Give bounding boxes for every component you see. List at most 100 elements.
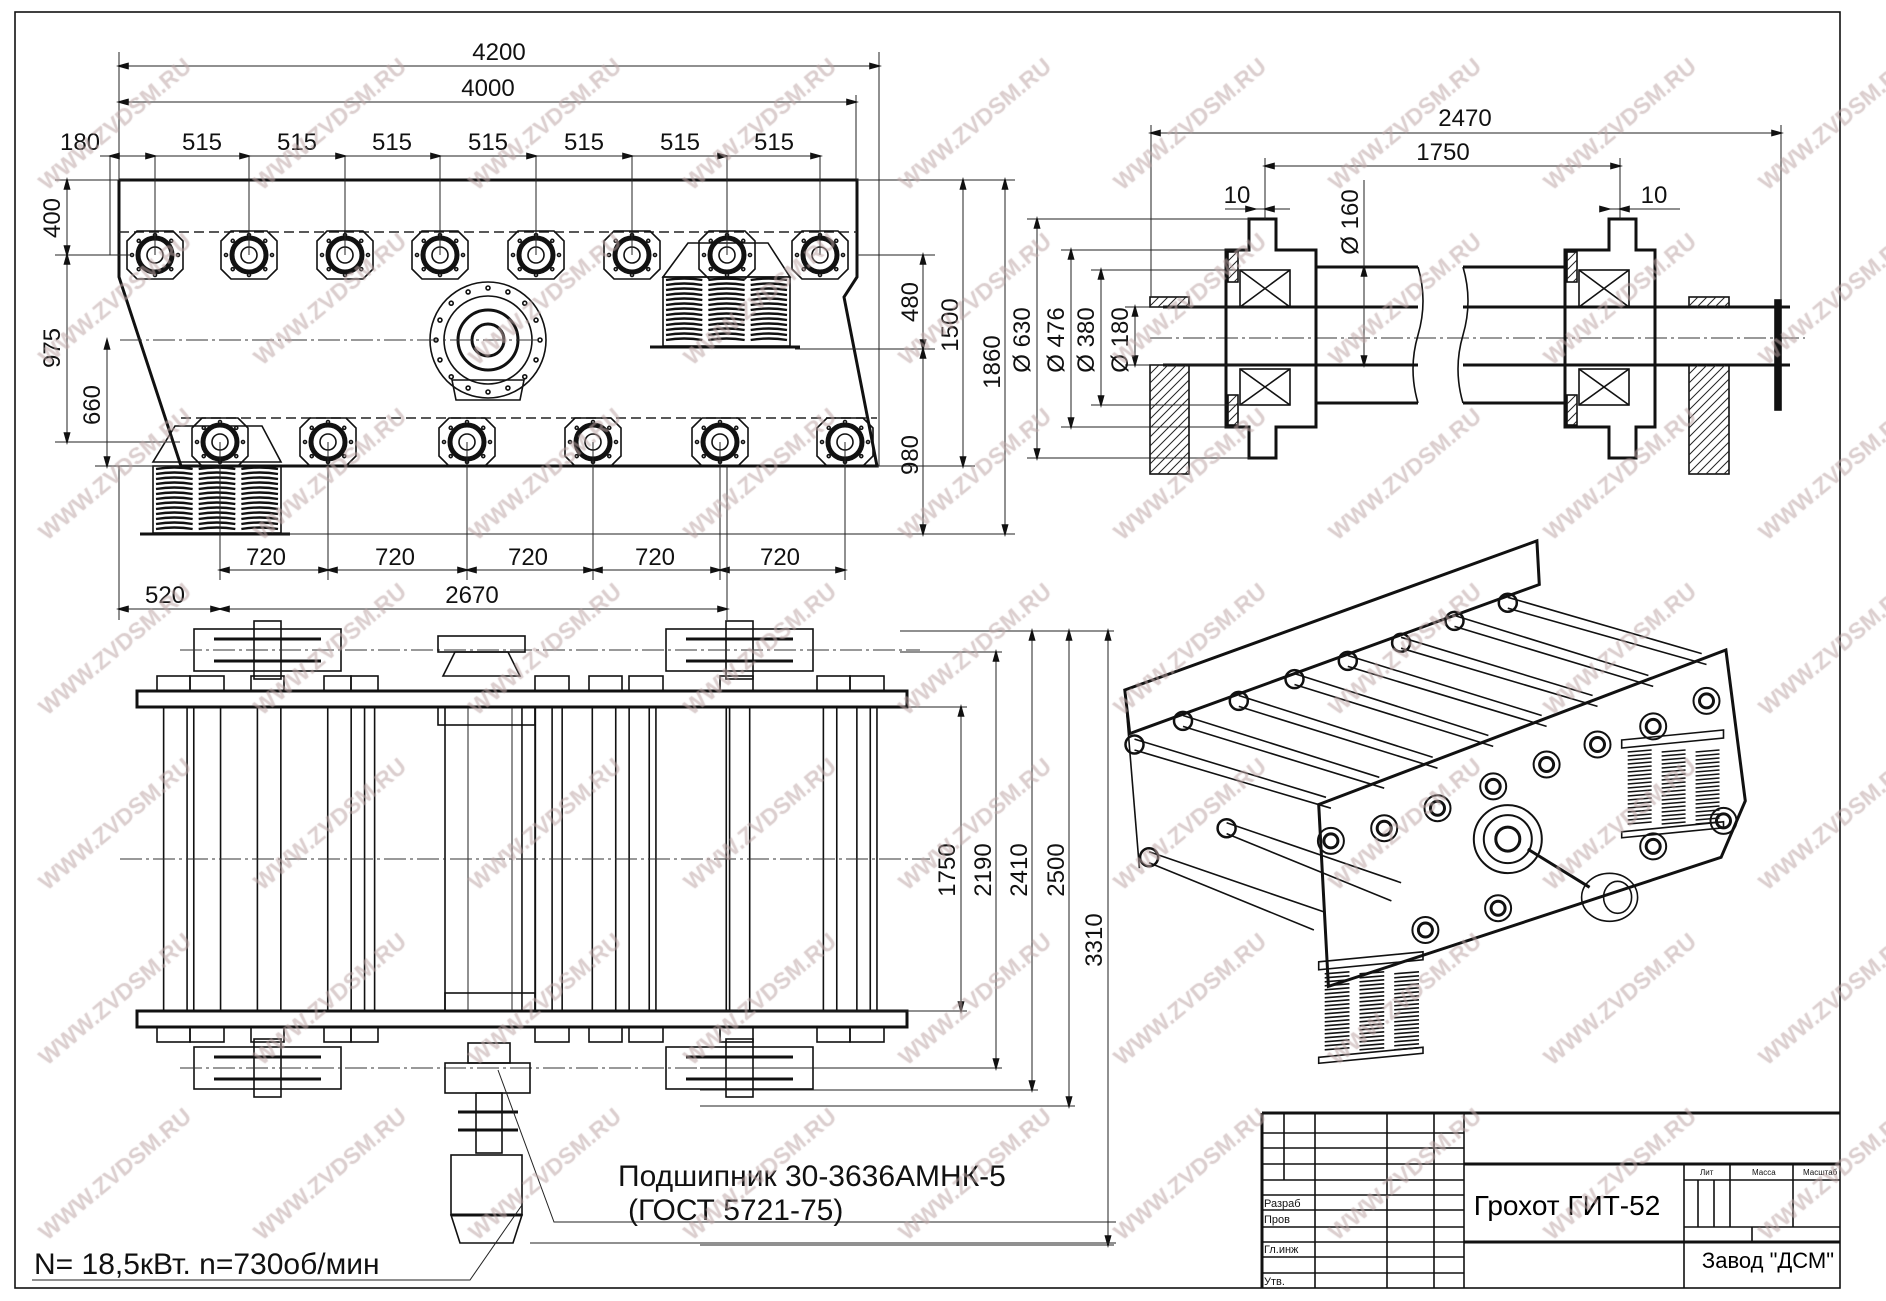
spring-coil xyxy=(155,466,193,471)
dim-720: 720 xyxy=(246,544,286,571)
spring-coil xyxy=(750,297,788,302)
iso-spring-coil xyxy=(1627,753,1652,757)
spring-coil xyxy=(155,506,193,511)
iso-bolt-ring xyxy=(1489,899,1507,917)
bolt-hole xyxy=(733,425,739,431)
bolt-head xyxy=(534,675,570,692)
iso-back-edge xyxy=(1124,689,1141,869)
bolt-hole xyxy=(325,419,331,425)
bolt-hole xyxy=(201,425,207,431)
dim-arrow xyxy=(810,152,823,160)
exciter-bolt xyxy=(437,357,443,363)
dim-arrow xyxy=(1599,205,1612,213)
iso-spring-coil xyxy=(1627,813,1652,817)
exciter-bolt xyxy=(448,373,455,380)
dim-2410: 2410 xyxy=(1006,843,1033,896)
dim-4200: 4200 xyxy=(472,39,525,66)
hatch-line xyxy=(1566,411,1578,423)
spring-coil xyxy=(708,312,745,317)
bolt-hole xyxy=(230,266,236,272)
exciter-bolt xyxy=(521,373,528,380)
iso-rod xyxy=(1148,861,1315,931)
iso-spring-coil xyxy=(1324,1023,1350,1027)
iso-rod xyxy=(1134,738,1327,799)
bolt-head xyxy=(849,675,885,692)
dim-arrow xyxy=(1617,205,1630,213)
iso-spring-coil xyxy=(1394,1023,1420,1027)
dim-arrow xyxy=(622,152,635,160)
dim-arrow xyxy=(145,152,158,160)
iso-spring-coil xyxy=(1359,971,1385,975)
bolt-hole xyxy=(865,439,871,445)
dim-660: 660 xyxy=(79,385,106,425)
dim-arrow xyxy=(717,605,730,613)
spring-coil xyxy=(750,302,788,307)
dim-arrow xyxy=(1067,247,1075,260)
iso-rod xyxy=(1507,607,1707,666)
row-checker: Пров xyxy=(1264,1214,1290,1226)
spring-coil xyxy=(750,332,788,337)
exciter-bolt xyxy=(505,385,511,391)
spring-coil xyxy=(708,327,745,332)
iso-spring-coil xyxy=(1627,781,1652,785)
iso-spring-coil xyxy=(1394,1019,1420,1023)
iso-spring-coil xyxy=(1324,1011,1350,1015)
row-chief-engineer: Гл.инж xyxy=(1264,1244,1299,1256)
dim-arrow xyxy=(526,152,539,160)
exciter-bolt xyxy=(505,289,511,295)
iso-rod xyxy=(1400,647,1598,708)
spring-coil xyxy=(198,506,236,511)
bolt-hole xyxy=(842,419,848,425)
bolt-hole xyxy=(437,272,443,278)
dim-arrow xyxy=(217,605,230,613)
motor-body xyxy=(450,1154,523,1216)
bolt-head xyxy=(350,675,379,692)
dim-515: 515 xyxy=(660,129,700,156)
iso-spring-coil xyxy=(1695,769,1720,773)
iso-rod xyxy=(1454,614,1649,677)
iso-spring-coil xyxy=(1394,975,1420,979)
iso-spring-coil xyxy=(1359,1003,1385,1007)
iso-spring-coil xyxy=(1324,1003,1350,1007)
spring-coil xyxy=(708,292,745,297)
spring-coil xyxy=(198,526,236,531)
bolt-head xyxy=(156,1026,191,1043)
dim-2500: 2500 xyxy=(1043,843,1070,896)
plan-view-dimensions: 1750 2190 2410 2500 3310 xyxy=(934,843,1108,966)
spring-coil xyxy=(665,302,703,307)
iso-spring-coil xyxy=(1359,1023,1385,1027)
bolt-hole xyxy=(233,425,239,431)
bolt-hole xyxy=(341,453,347,459)
iso-spring-coil xyxy=(1324,1027,1350,1031)
spring-coil xyxy=(665,337,703,342)
bolt-hole xyxy=(223,252,229,258)
bolt-hole xyxy=(448,453,454,459)
bolt-hole xyxy=(480,425,486,431)
iso-spring-coil xyxy=(1394,1003,1420,1007)
spring-coil xyxy=(155,521,193,526)
iso-rod xyxy=(1238,705,1438,769)
dim-720: 720 xyxy=(760,544,800,571)
spring-coil xyxy=(665,312,703,317)
iso-bolt-flange xyxy=(1423,794,1452,823)
dim-arrow xyxy=(992,649,1000,662)
iso-rod xyxy=(1148,851,1324,913)
iso-bolt-ring xyxy=(1484,777,1502,795)
bolt-hole xyxy=(717,419,723,425)
exciter-bolt xyxy=(533,317,539,323)
dim-515: 515 xyxy=(277,129,317,156)
dim-arrow xyxy=(590,566,603,574)
dim-arrow xyxy=(919,252,927,265)
spring-coil xyxy=(665,332,703,337)
hatch-line xyxy=(1696,441,1730,475)
iso-flange xyxy=(1138,847,1160,868)
hatch-line xyxy=(1227,251,1238,262)
bolt-hole xyxy=(794,252,800,258)
bolt-hole xyxy=(230,238,236,244)
iso-spring-coil xyxy=(1359,1015,1385,1019)
iso-right-spring-base xyxy=(1620,820,1725,839)
dim-arrow xyxy=(107,152,120,160)
iso-motor xyxy=(1580,872,1639,923)
dim-arrow xyxy=(1262,205,1275,213)
spring-coil xyxy=(750,282,788,287)
